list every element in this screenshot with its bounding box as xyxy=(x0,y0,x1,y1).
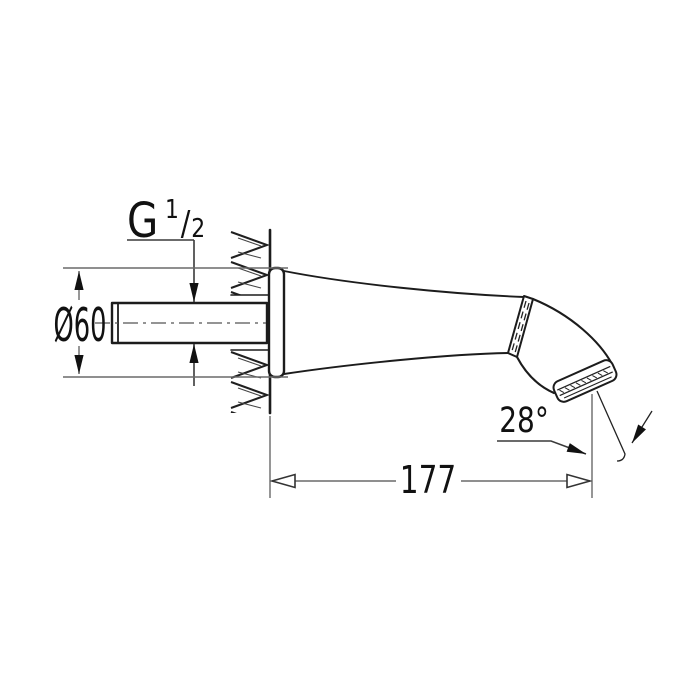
thread-dimension: G 1 / 2 xyxy=(127,194,205,386)
aerator-outlet xyxy=(552,359,618,403)
joint-seam-band xyxy=(507,295,534,358)
head-inner-curve xyxy=(515,355,556,395)
spout-joint-seam xyxy=(507,295,534,358)
diameter-value: Ø60 xyxy=(53,298,106,352)
spout-top-profile xyxy=(283,270,525,298)
mounting-shank xyxy=(95,301,269,345)
head-outer-curve xyxy=(531,297,615,369)
wall-hatch-lower xyxy=(230,350,270,413)
spout-body xyxy=(283,270,525,375)
outlet-line-1 xyxy=(557,365,611,391)
joint-seam-hatch-1 xyxy=(511,300,527,352)
flow-direction-line xyxy=(596,390,626,462)
length-value: 177 xyxy=(400,458,457,503)
wall-hatch-upper xyxy=(230,230,270,295)
spout-bottom-profile xyxy=(283,352,509,375)
angle-dimension: 28° xyxy=(497,390,653,462)
joint-seam-hatch-2 xyxy=(514,302,530,354)
outlet-housing xyxy=(552,359,618,403)
angle-leader-arrow xyxy=(497,440,587,455)
wall-flange xyxy=(267,266,286,379)
diameter-dimension: Ø60 xyxy=(53,267,288,378)
angle-value: 28° xyxy=(499,401,549,441)
outlet-knurl-ticks xyxy=(559,370,608,394)
spout-head xyxy=(515,297,618,403)
flow-direction-arrow xyxy=(631,410,653,444)
outlet-face-line xyxy=(563,376,612,399)
outlet-line-2 xyxy=(559,371,613,397)
length-dimension: 177 xyxy=(269,394,593,503)
